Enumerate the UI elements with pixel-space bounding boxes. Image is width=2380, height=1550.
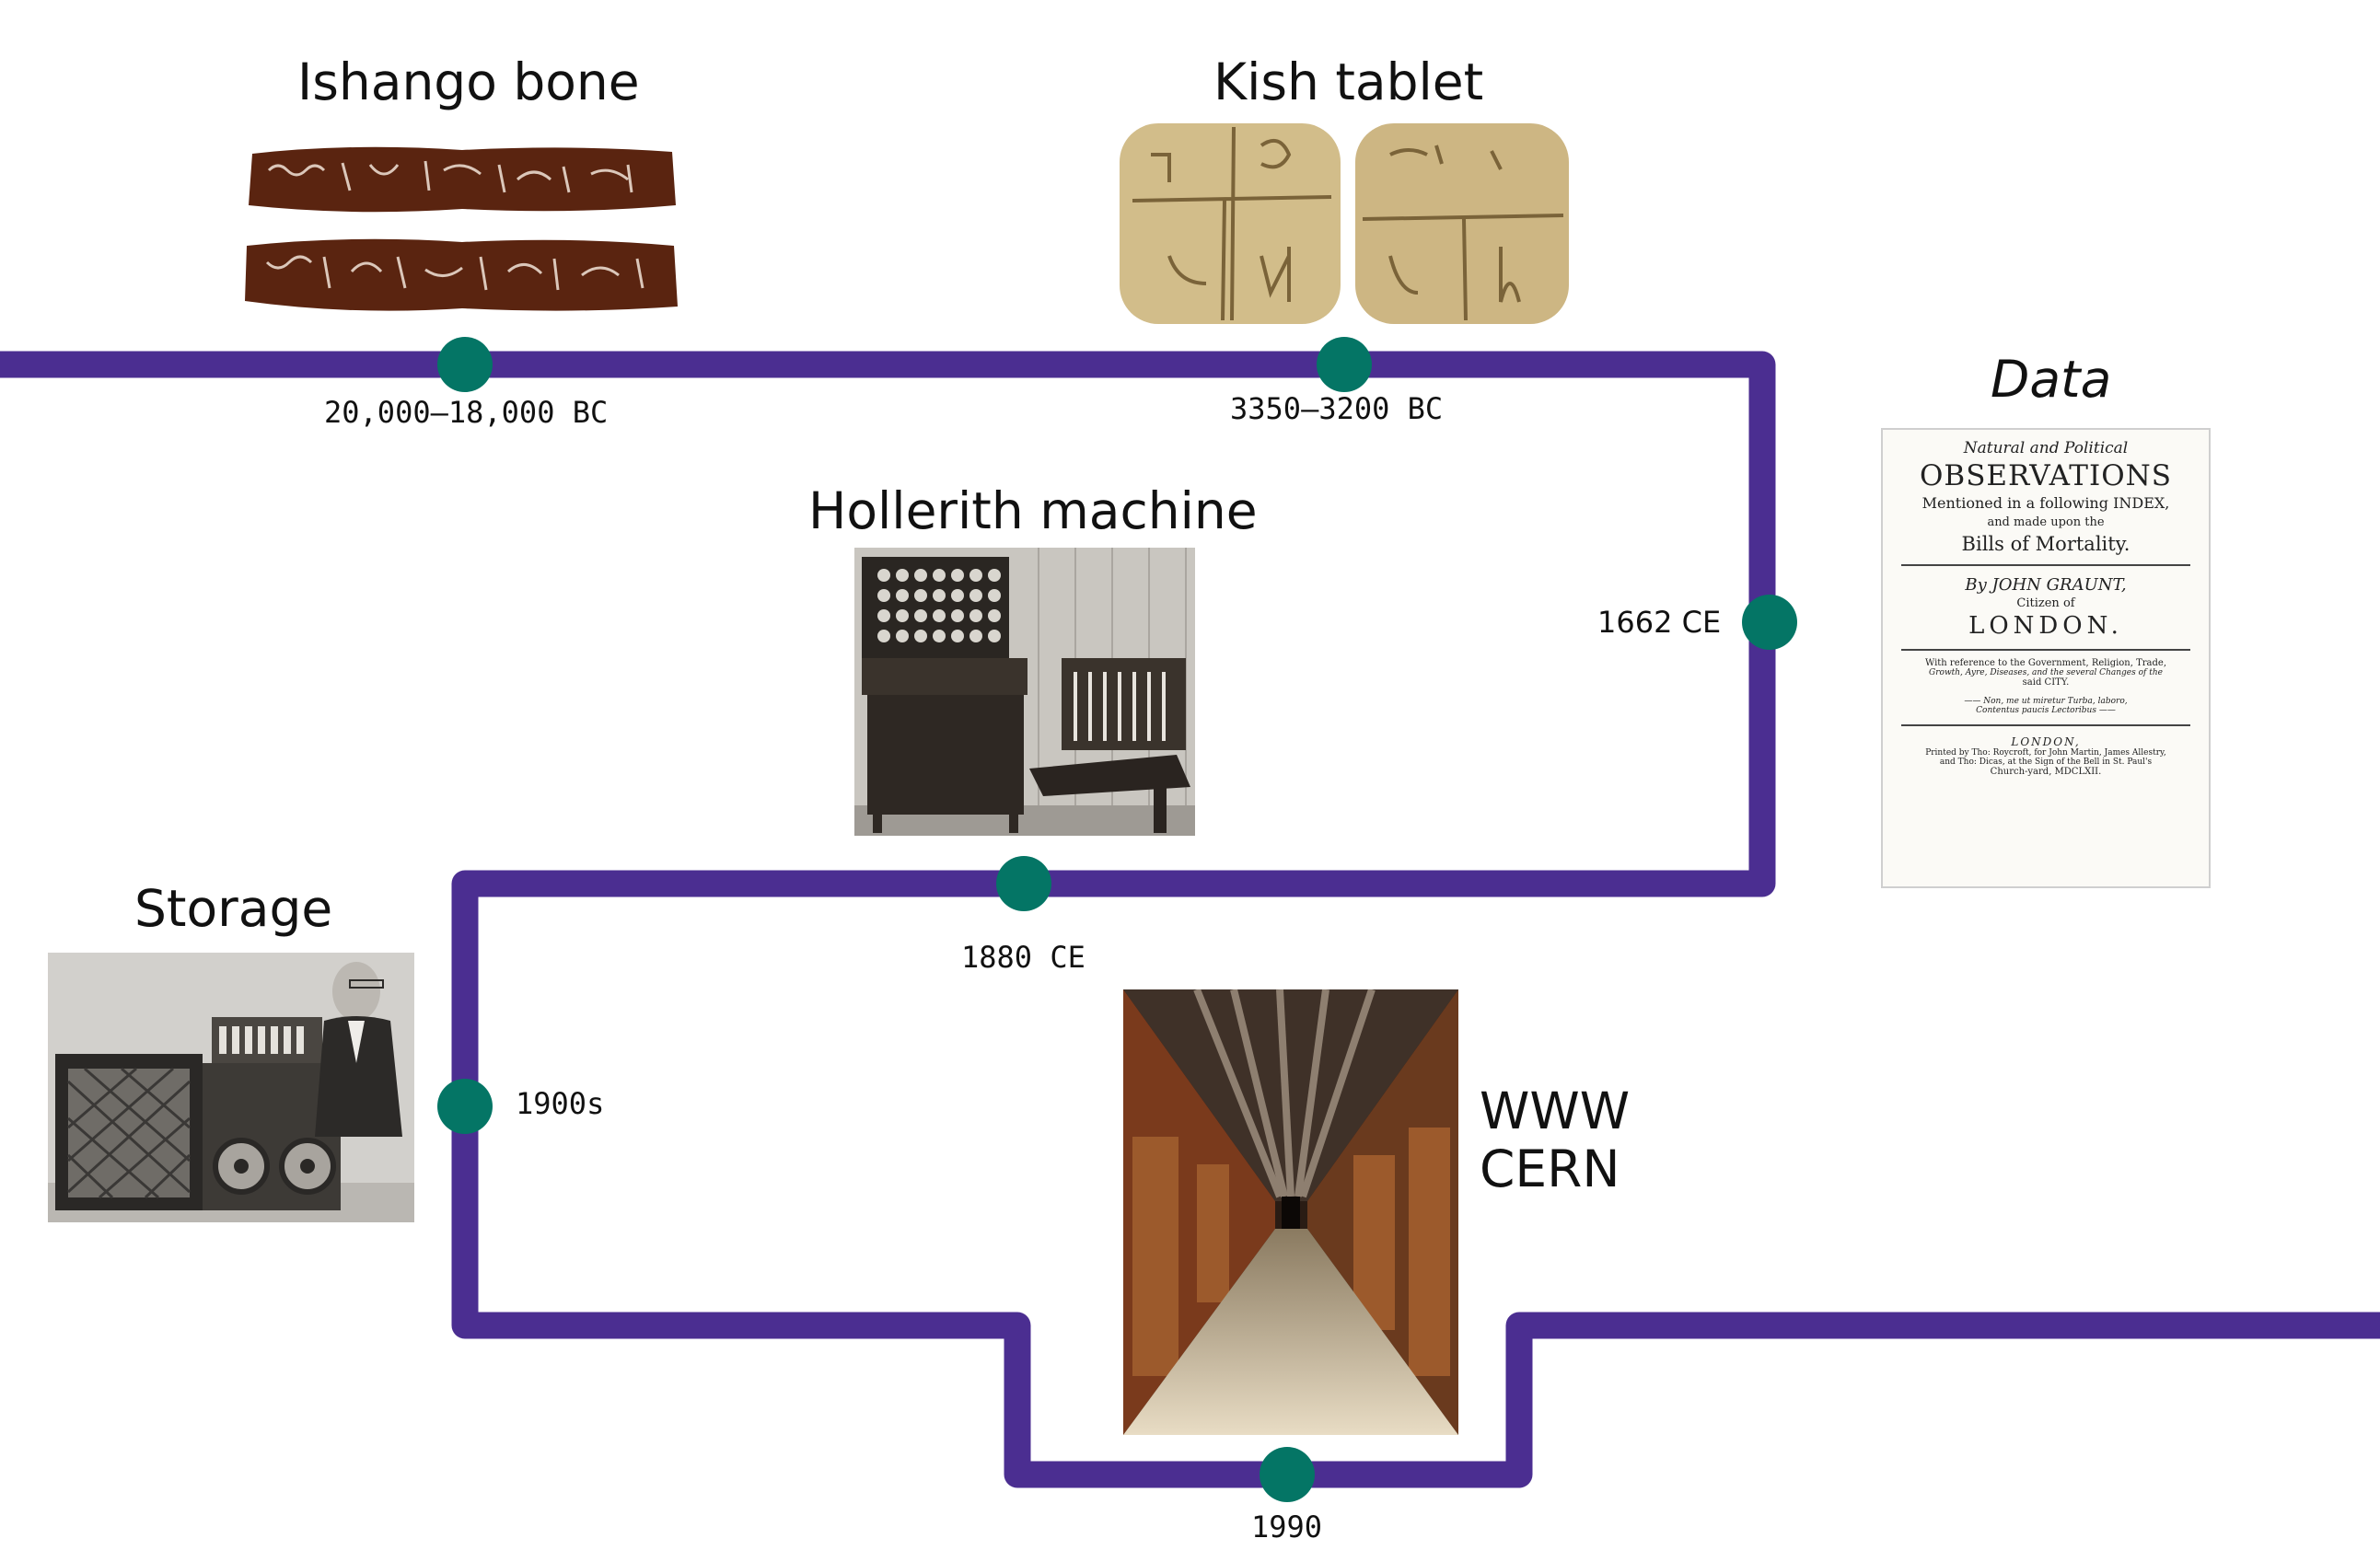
observations-book-image: Natural and Political OBSERVATIONS Menti… <box>1881 428 2211 888</box>
event-date-data: 1662 CE <box>1597 605 1722 640</box>
book-line: Natural and Political <box>1963 439 2129 457</box>
timeline-node-www <box>1260 1447 1315 1502</box>
book-line: With reference to the Government, Religi… <box>1924 658 2167 668</box>
event-title-cern: CERN <box>1480 1139 1620 1198</box>
kish-tablet-image <box>1120 123 1569 324</box>
timeline-node-storage <box>437 1079 493 1134</box>
timeline-node-ishango <box>437 337 493 392</box>
book-line: Church-yard, MDCLXII. <box>1990 767 2102 777</box>
event-title-storage: Storage <box>134 879 333 938</box>
event-date-ishango: 20,000–18,000 BC <box>324 395 609 430</box>
book-line: said CITY. <box>2022 677 2070 688</box>
book-line: —— Non, me ut miretur Turba, laboro, <box>1964 697 2128 706</box>
event-title-data: Data <box>1991 350 2112 409</box>
book-line: Growth, Ayre, Diseases, and the several … <box>1929 668 2163 677</box>
timeline-node-graunt <box>1742 595 1797 650</box>
event-title-hollerith: Hollerith machine <box>808 481 1258 540</box>
book-line: LONDON, <box>2011 735 2081 748</box>
timeline-node-hollerith <box>996 856 1051 911</box>
event-date-www: 1990 <box>1251 1510 1323 1544</box>
event-date-kish: 3350–3200 BC <box>1230 391 1444 426</box>
book-line: LONDON. <box>1968 612 2123 640</box>
book-line: Mentioned in a following INDEX, <box>1921 494 2170 512</box>
event-title-www: WWW <box>1480 1082 1631 1140</box>
ishango-bone-image <box>245 146 678 311</box>
event-date-storage: 1900s <box>516 1086 605 1121</box>
book-line: Contentus paucis Lectoribus —— <box>1976 706 2116 715</box>
event-title-ishango: Ishango bone <box>297 52 640 111</box>
hollerith-machine-image <box>854 548 1195 836</box>
book-line: OBSERVATIONS <box>1920 459 2172 492</box>
book-line: and made upon the <box>1987 515 2105 529</box>
book-line: Printed by Tho: Roycroft, for John Marti… <box>1925 748 2166 758</box>
book-line: Citizen of <box>2016 596 2075 610</box>
book-line: Bills of Mortality. <box>1961 533 2130 555</box>
timeline-node-kish <box>1317 337 1372 392</box>
book-line: and Tho: Dicas, at the Sign of the Bell … <box>1939 758 2153 767</box>
event-date-hollerith: 1880 CE <box>961 940 1086 975</box>
storage-machine-image <box>48 953 414 1222</box>
cern-corridor-image <box>1123 989 1458 1435</box>
book-line: By JOHN GRAUNT, <box>1965 575 2127 595</box>
event-title-kish: Kish tablet <box>1213 52 1484 111</box>
